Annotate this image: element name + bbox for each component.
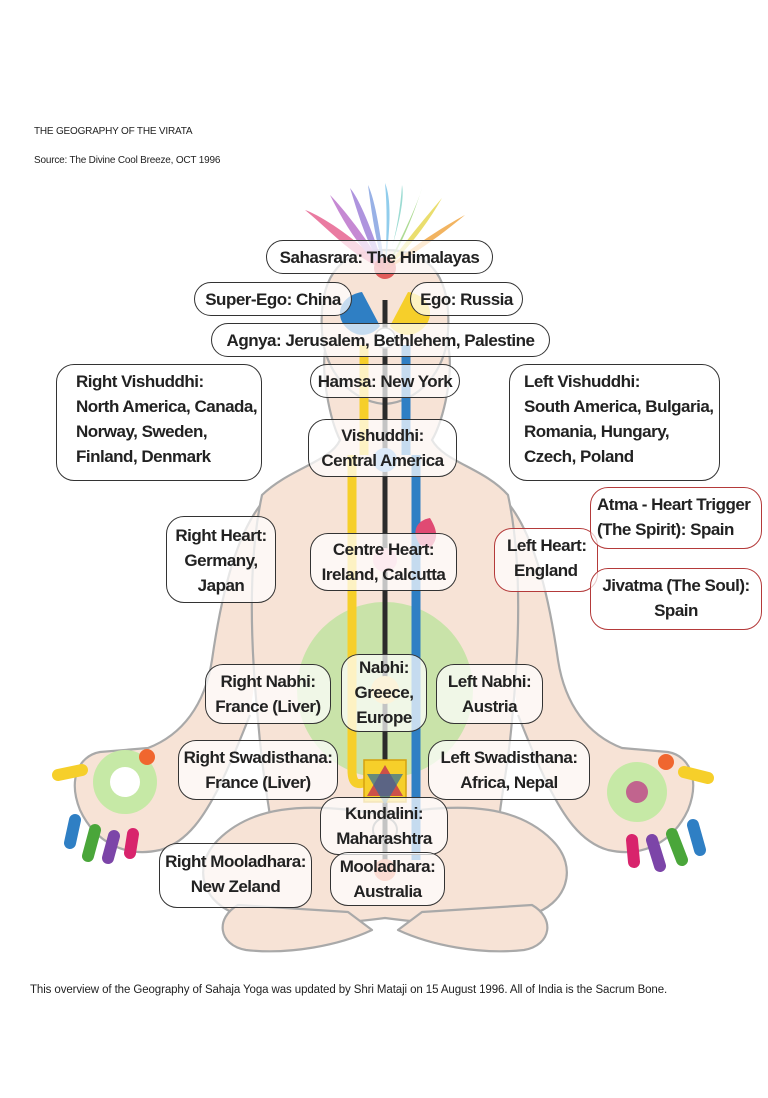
atma-line: (The Spirit): Spain — [597, 520, 734, 539]
vishuddhi-label: Vishuddhi: Central America — [308, 419, 457, 477]
palm-chakra-icon — [626, 781, 648, 803]
mooladhara-title: Mooladhara: — [339, 857, 436, 876]
left-vishuddhi-label: Left Vishuddhi: South America, Bulgaria,… — [509, 364, 720, 481]
sahasrara-label: Sahasrara: The Himalayas — [266, 240, 493, 274]
left-vishuddhi-title: Left Vishuddhi: — [524, 372, 640, 391]
left-vishuddhi-line: Romania, Hungary, — [524, 422, 670, 441]
right-heart-label: Right Heart: Germany, Japan — [166, 516, 276, 603]
nabhi-line: Greece, — [354, 683, 414, 702]
left-vishuddhi-line: South America, Bulgaria, — [524, 397, 714, 416]
jivatma-title: Jivatma (The Soul): — [602, 576, 750, 595]
right-nabhi-title: Right Nabhi: — [220, 672, 316, 691]
footer-note: This overview of the Geography of Sahaja… — [30, 984, 668, 996]
kundalini-line: Maharashtra — [336, 829, 432, 848]
right-nabhi-label: Right Nabhi: France (Liver) — [205, 664, 331, 724]
left-fingers — [52, 764, 139, 864]
agnya-label: Agnya: Jerusalem, Bethlehem, Palestine — [211, 323, 550, 357]
mooladhara-label: Mooladhara: Australia — [330, 852, 445, 906]
super-ego-label: Super-Ego: China — [194, 282, 352, 316]
right-swadisthana-line: France (Liver) — [205, 773, 311, 792]
left-nabhi-title: Left Nabhi: — [447, 672, 532, 691]
jivatma-label: Jivatma (The Soul): Spain — [590, 568, 762, 630]
centre-heart-title: Centre Heart: — [332, 540, 435, 559]
vishuddhi-line: Central America — [321, 451, 444, 470]
centre-heart-line: Ireland, Calcutta — [321, 565, 446, 584]
centre-heart-label: Centre Heart: Ireland, Calcutta — [310, 533, 457, 591]
right-heart-title: Right Heart: — [175, 526, 267, 545]
super-ego-text: Super-Ego: China — [205, 290, 341, 309]
mooladhara-line: Australia — [353, 882, 422, 901]
ego-label: Ego: Russia — [410, 282, 523, 316]
kundalini-label: Kundalini: Maharashtra — [320, 797, 448, 855]
right-vishuddhi-label: Right Vishuddhi: North America, Canada, … — [56, 364, 262, 481]
ego-text: Ego: Russia — [420, 290, 513, 309]
right-mooladhara-label: Right Mooladhara: New Zeland — [159, 843, 312, 908]
right-mooladhara-title: Right Mooladhara: — [165, 852, 306, 871]
nabhi-label: Nabhi: Greece, Europe — [341, 654, 427, 732]
right-vishuddhi-line: Norway, Sweden, — [76, 422, 208, 441]
vishuddhi-title: Vishuddhi: — [341, 426, 424, 445]
agnya-text: Agnya: Jerusalem, Bethlehem, Palestine — [226, 331, 535, 350]
nabhi-title: Nabhi: — [359, 658, 409, 677]
nabhi-line: Europe — [356, 708, 412, 727]
right-nabhi-line: France (Liver) — [215, 697, 321, 716]
atma-label: Atma - Heart Trigger (The Spirit): Spain — [590, 487, 762, 549]
left-heart-line: England — [514, 561, 578, 580]
left-heart-label: Left Heart: England — [494, 528, 598, 592]
right-mooladhara-line: New Zeland — [190, 877, 281, 896]
right-vishuddhi-line: Finland, Denmark — [76, 447, 211, 466]
left-vishuddhi-line: Czech, Poland — [524, 447, 634, 466]
right-heart-line: Japan — [197, 576, 245, 595]
left-swadisthana-line: Africa, Nepal — [460, 773, 558, 792]
left-nabhi-line: Austria — [461, 697, 518, 716]
page-title: THE GEOGRAPHY OF THE VIRATA — [34, 126, 193, 137]
source-line: Source: The Divine Cool Breeze, OCT 1996 — [34, 155, 221, 166]
right-vishuddhi-title: Right Vishuddhi: — [76, 372, 204, 391]
atma-title: Atma - Heart Trigger — [597, 495, 751, 514]
hamsa-label: Hamsa: New York — [310, 364, 460, 398]
right-swadisthana-title: Right Swadisthana: — [183, 748, 333, 767]
hamsa-text: Hamsa: New York — [317, 372, 453, 391]
kundalini-title: Kundalini: — [344, 804, 424, 823]
left-swadisthana-title: Left Swadisthana: — [440, 748, 578, 767]
right-swadisthana-label: Right Swadisthana: France (Liver) — [178, 740, 338, 800]
sahasrara-text: Sahasrara: The Himalayas — [279, 248, 480, 267]
right-vishuddhi-line: North America, Canada, — [76, 397, 258, 416]
left-nabhi-label: Left Nabhi: Austria — [436, 664, 543, 724]
left-swadisthana-label: Left Swadisthana: Africa, Nepal — [428, 740, 590, 800]
left-heart-title: Left Heart: — [507, 536, 587, 555]
jivatma-line: Spain — [654, 601, 698, 620]
right-heart-line: Germany, — [184, 551, 258, 570]
right-fingers — [626, 766, 714, 872]
